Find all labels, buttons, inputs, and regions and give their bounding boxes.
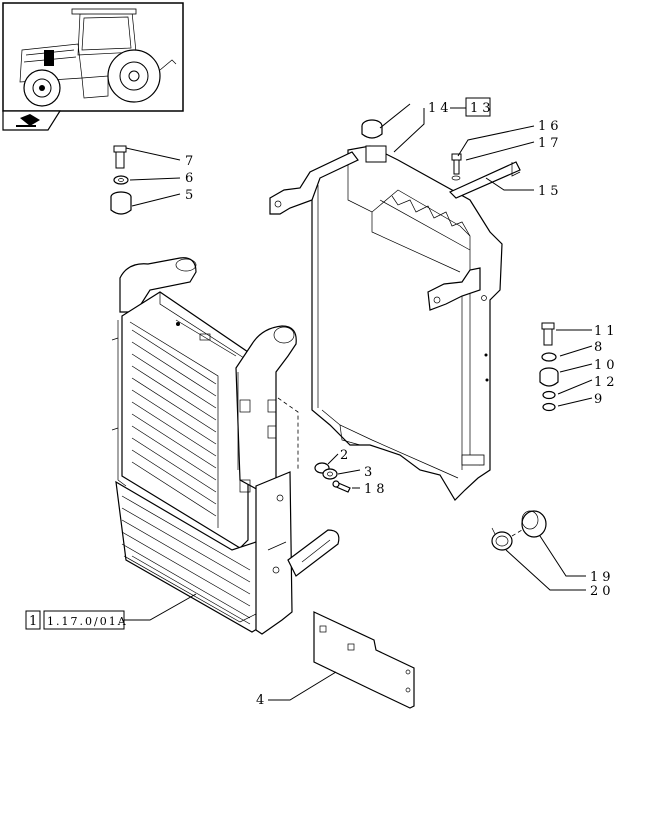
- callout-13-box: [465, 97, 491, 117]
- bolt-7: [113, 145, 127, 169]
- reference-code: 1.17.0/01A: [47, 615, 128, 628]
- callout-9: 9: [594, 392, 606, 407]
- washer-6: [113, 175, 129, 185]
- radiator-cap: [361, 119, 383, 139]
- callout-11: 11: [594, 324, 619, 339]
- radiator: [311, 145, 503, 501]
- callout-12: 12: [594, 375, 619, 390]
- tractor-thumbnail-icon: [2, 2, 184, 112]
- reference-link[interactable]: 1 1.17.0/01A: [25, 610, 128, 630]
- washer-9: [542, 402, 556, 412]
- reference-code-box: [43, 610, 125, 630]
- plug-19: [521, 510, 547, 538]
- callout-14: 14: [428, 101, 453, 116]
- intercooler-assembly: [111, 257, 340, 635]
- callout-8: 8: [594, 340, 606, 355]
- bolt-16: [451, 153, 462, 181]
- radiator-bracket-left: [269, 151, 359, 215]
- callout-3: 3: [364, 465, 376, 480]
- callout-7: 7: [185, 154, 197, 169]
- washer-8: [541, 352, 557, 362]
- washer-12: [542, 390, 556, 400]
- callout-19: 19: [590, 570, 615, 585]
- callout-10: 10: [594, 358, 619, 373]
- callout-17: 17: [538, 136, 563, 151]
- bracket-15: [448, 161, 521, 199]
- reference-number: 1: [29, 614, 41, 629]
- screw-18: [332, 480, 351, 493]
- callout-15: 15: [538, 184, 563, 199]
- bolt-11: [541, 322, 555, 346]
- hose-clamp-20: [491, 527, 513, 551]
- callout-4: 4: [256, 693, 268, 708]
- callout-6: 6: [185, 171, 197, 186]
- leader-lines: [124, 103, 593, 701]
- callout-20: 20: [590, 584, 615, 599]
- grommet-5: [110, 191, 132, 215]
- callout-16: 16: [538, 119, 563, 134]
- washer-3: [322, 468, 338, 480]
- callout-13: 13: [470, 101, 495, 116]
- radiator-bracket-right: [427, 267, 481, 311]
- cover-plate-4: [313, 611, 415, 709]
- callout-5: 5: [185, 188, 197, 203]
- page-turn-arrow-icon[interactable]: [2, 110, 62, 131]
- grommet-10: [539, 367, 559, 387]
- callout-2: 2: [340, 448, 352, 463]
- callout-18: 18: [364, 482, 389, 497]
- reference-number-box: [25, 610, 41, 630]
